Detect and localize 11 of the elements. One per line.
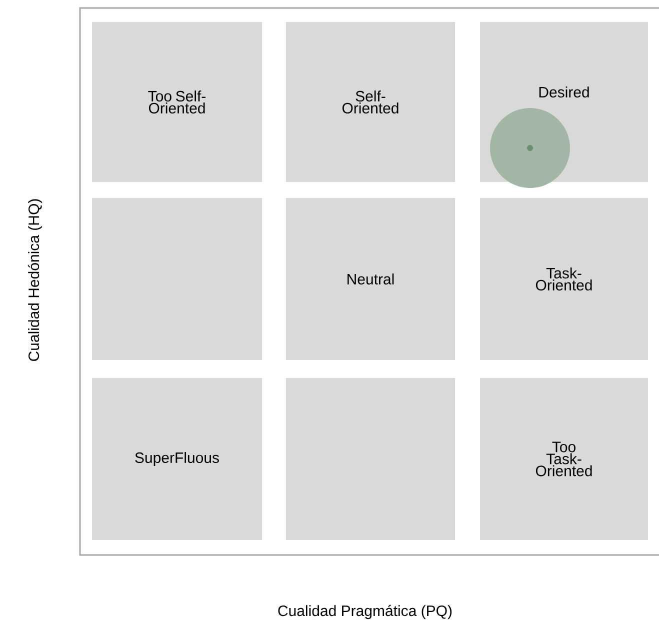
quadrant-cell: SuperFluous	[92, 378, 262, 540]
quadrant-cell: Neutral	[286, 198, 455, 360]
quadrant-cell	[286, 378, 455, 540]
quadrant-cell: Too Task-Oriented	[480, 378, 648, 540]
axis-label: Cualidad Hedónica (HQ)	[28, 199, 42, 361]
quadrant-cell: Self-Oriented	[286, 22, 455, 182]
confidence-circle	[490, 108, 570, 188]
axis-label: Cualidad Pragmática (PQ)	[278, 604, 452, 620]
quadrant-cell: Task-Oriented	[480, 198, 648, 360]
quadrant-cell	[92, 198, 262, 360]
quadrant-cell: Too Self-Oriented	[92, 22, 262, 182]
